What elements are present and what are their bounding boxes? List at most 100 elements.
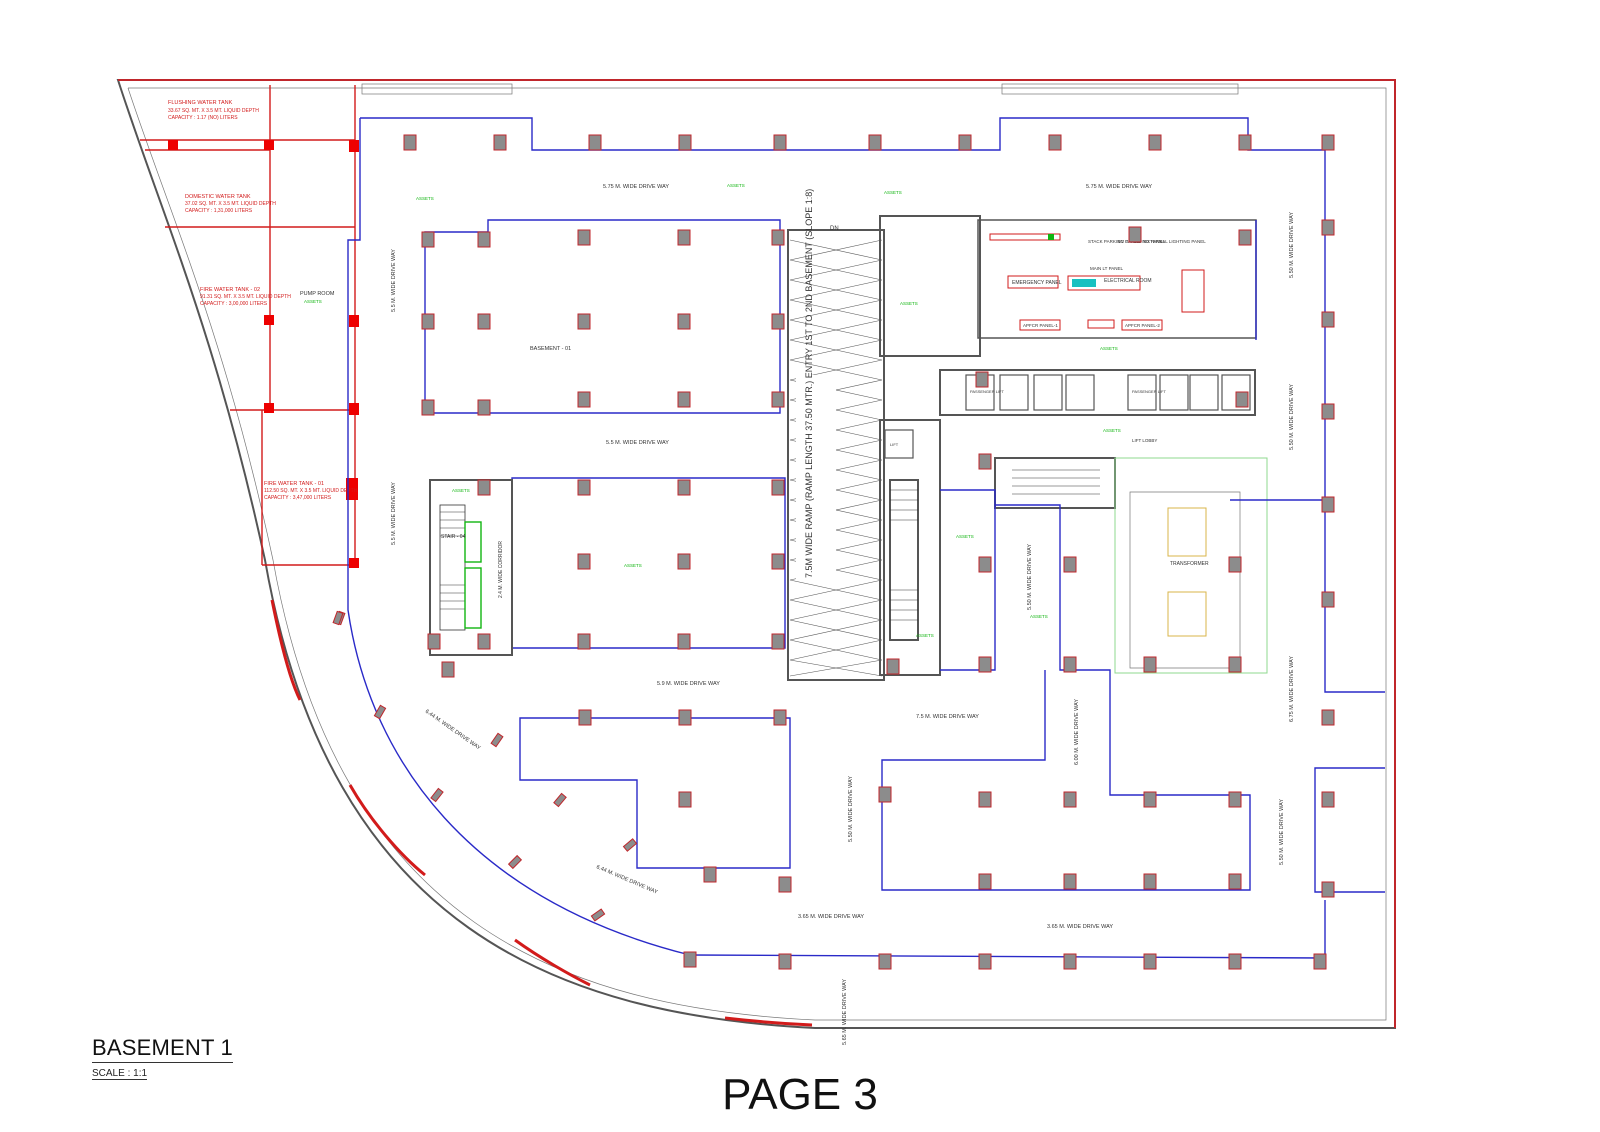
fire-tank-1-size: 112.50 SQ. MT. X 3.5 MT. LIQUID DEPTH <box>264 488 358 494</box>
retaining-wall <box>127 87 1387 1021</box>
driveway-label: 5.75 M. WIDE DRIVE WAY <box>1086 184 1152 190</box>
stair-flight <box>439 504 466 631</box>
structural-column <box>958 134 972 151</box>
transformer-pad <box>1167 591 1207 637</box>
ext-panel-label: EXTERNAL LIGHTING PANEL <box>1144 239 1206 244</box>
structural-column <box>978 556 992 573</box>
fire-tag: ASSETS <box>884 190 902 195</box>
structural-column <box>1228 953 1242 970</box>
structural-column <box>1063 953 1077 970</box>
east-partition <box>1230 220 1325 501</box>
structural-column <box>677 391 691 408</box>
structural-column <box>683 951 697 968</box>
driveway-label: 5.50 M. WIDE DRIVE WAY <box>1027 544 1033 610</box>
structural-column <box>771 229 785 246</box>
structural-column <box>373 704 387 720</box>
site-boundary-red <box>118 79 1396 1028</box>
structural-column <box>1238 134 1252 151</box>
panel-stack <box>1181 269 1205 313</box>
structural-column <box>1228 656 1242 673</box>
site-boundary <box>116 79 1396 1029</box>
flushing-tank-label: FLUSHING WATER TANK <box>168 100 233 106</box>
structural-column <box>577 229 591 246</box>
structural-column <box>1321 791 1335 808</box>
structural-column <box>1321 709 1335 726</box>
structural-column <box>578 709 592 726</box>
structural-column <box>1143 791 1157 808</box>
top-strip <box>1001 83 1239 95</box>
curved-edge-segment <box>514 938 591 987</box>
stair-treads <box>440 511 465 610</box>
structural-column <box>1228 556 1242 573</box>
structural-column <box>477 479 491 496</box>
structural-column <box>1228 791 1242 808</box>
driveway-labels: 5.75 M. WIDE DRIVE WAY 5.75 M. WIDE DRIV… <box>391 184 1295 1045</box>
emergency-panel-label: EMERGENCY PANEL <box>1012 280 1062 286</box>
structural-column <box>490 732 504 748</box>
stair-label: STAIR - 04 <box>441 534 466 540</box>
driveway-label: 5.5 M. WIDE DRIVE WAY <box>391 249 397 312</box>
structural-column <box>978 656 992 673</box>
structural-column <box>332 610 344 626</box>
structural-column <box>1235 391 1249 408</box>
structural-column <box>1313 953 1327 970</box>
fire-tag: ASSETS <box>416 196 434 201</box>
structural-column <box>771 633 785 650</box>
structural-column <box>477 633 491 650</box>
driveway-label: 6.75 M. WIDE DRIVE WAY <box>1289 656 1295 722</box>
lift-shaft <box>464 567 482 629</box>
driveway-label: 6.00 M. WIDE DRIVE WAY <box>1074 699 1080 765</box>
structural-column <box>1238 229 1252 246</box>
stack-panel-label: STACK PARKING PANEL <box>1088 239 1140 244</box>
structural-column <box>878 786 892 803</box>
east-alcove <box>1314 767 1385 893</box>
structural-column <box>577 479 591 496</box>
panel-strip <box>989 233 1061 241</box>
top-strip <box>361 83 513 95</box>
structural-column <box>1321 881 1335 898</box>
structural-column <box>778 876 792 893</box>
structural-column <box>868 134 882 151</box>
structural-column <box>1063 656 1077 673</box>
ramp-dn-label: DN <box>830 226 839 232</box>
passenger-lifts <box>965 374 1251 411</box>
structural-column <box>978 953 992 970</box>
transformer-pad <box>1167 507 1207 557</box>
structural-column <box>430 787 444 803</box>
apfcr-1-label: APFCR PANEL-1 <box>1023 323 1058 328</box>
structural-column <box>590 908 606 922</box>
structural-column <box>1048 134 1062 151</box>
fire-tag: ASSETS <box>727 183 745 188</box>
structural-column <box>421 231 435 248</box>
structural-column <box>577 553 591 570</box>
driveway-label: 5.50 M. WIDE DRIVE WAY <box>1289 384 1295 450</box>
structural-column <box>577 391 591 408</box>
curved-edge-segment <box>270 599 302 701</box>
driveway-label: 3.65 M. WIDE DRIVE WAY <box>798 914 864 920</box>
ramp-label: 7.5M WIDE RAMP (RAMP LENGTH 37.50 MTR.) … <box>804 189 814 578</box>
structural-column <box>1321 311 1335 328</box>
parking-block-b <box>511 477 786 649</box>
core-partition <box>881 489 1251 891</box>
fire-tag: ASSETS <box>452 488 470 493</box>
structural-column <box>703 866 717 883</box>
driveway-label: 5.9 M. WIDE DRIVE WAY <box>657 681 720 687</box>
structural-column <box>978 453 992 470</box>
structural-column <box>975 371 989 388</box>
driveway-label: 3.65 M. WIDE DRIVE WAY <box>1047 924 1113 930</box>
structural-column <box>622 838 638 852</box>
structural-column <box>1321 134 1335 151</box>
structural-column <box>1063 873 1077 890</box>
structural-column <box>678 709 692 726</box>
structural-column <box>773 709 787 726</box>
parking-boundary <box>347 117 1385 959</box>
fire-tag: ASSETS <box>916 633 934 638</box>
ramp <box>787 229 885 681</box>
structural-column <box>978 791 992 808</box>
structural-column <box>878 953 892 970</box>
fire-tank-1-label: FIRE WATER TANK - 01 <box>264 481 324 487</box>
emergency-panel <box>1007 275 1059 289</box>
lift-lobby-label: LIFT LOBBY <box>1132 438 1157 443</box>
flushing-tank-capacity: CAPACITY : 1.17 (NO) LITERS <box>168 115 238 121</box>
